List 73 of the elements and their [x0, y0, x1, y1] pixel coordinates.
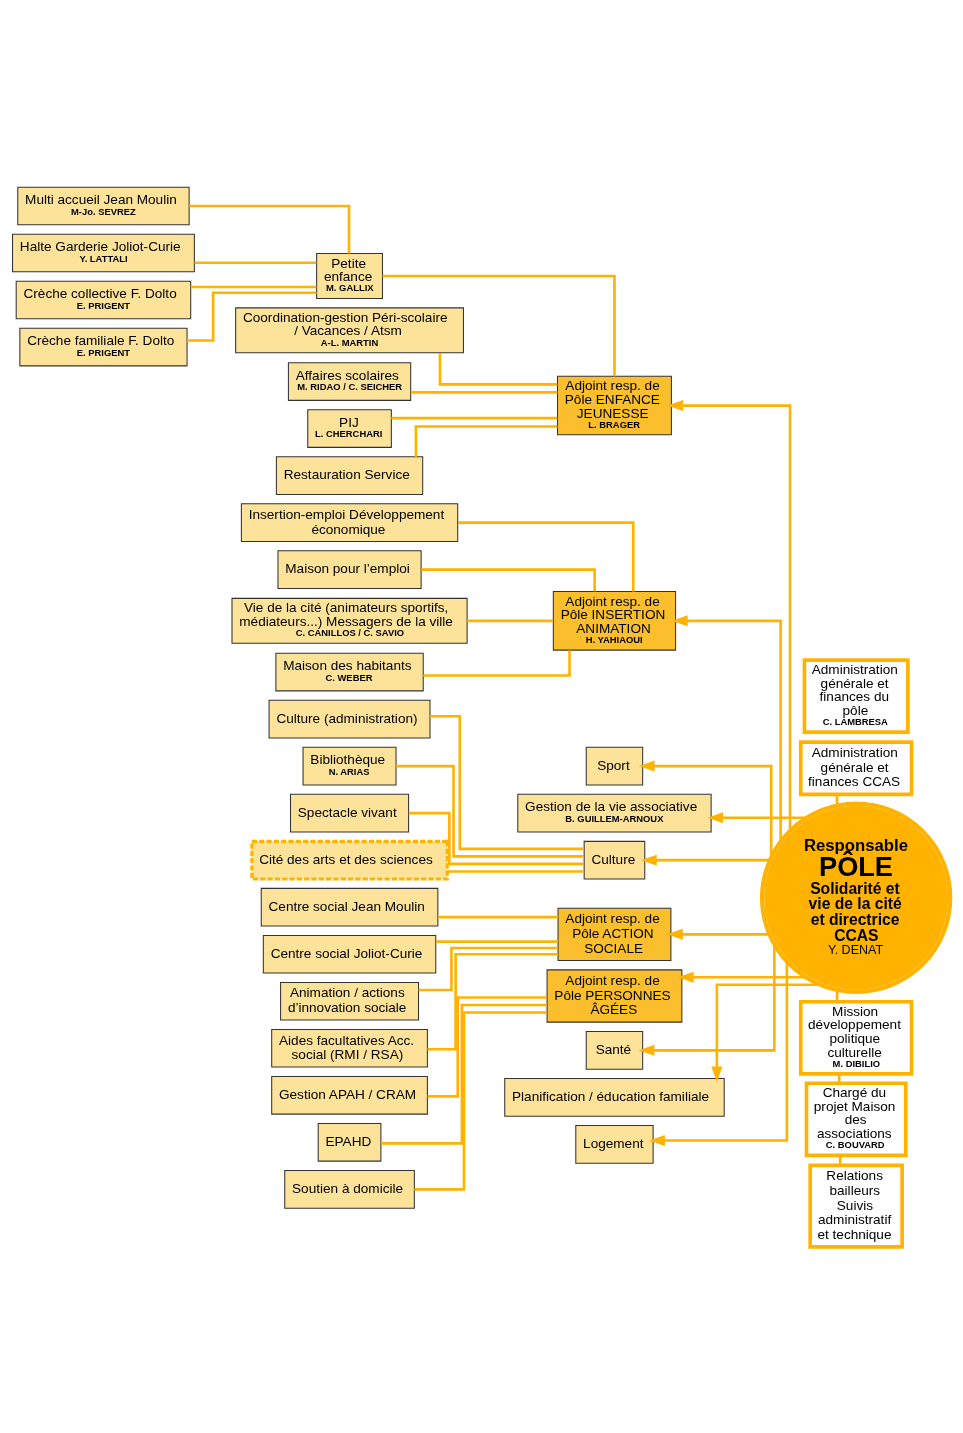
node-box: Affaires scolaires M. RIDAO / C. SEICHER — [287, 361, 412, 401]
connector — [427, 952, 558, 1051]
arrow — [667, 928, 769, 940]
node-box: PIJ L. CHERCHARI — [307, 408, 392, 448]
node-box: Insertion-emploi Développement économique — [240, 502, 459, 542]
node-box: Animation / actions d’innovation sociale — [280, 981, 420, 1021]
connector — [418, 946, 558, 991]
node-box: Maison des habitants C. WEBER — [275, 652, 424, 691]
node-box: Planification / éducation familiale — [504, 1077, 725, 1117]
node-box: Maison pour l’emploi — [277, 549, 422, 589]
node-circle: Responsable PÔLE Solidarité et vie de la cité et directrice CCAS Y. DENAT — [759, 801, 953, 994]
connector — [382, 274, 616, 376]
node-box: Multi accueil Jean Moulin M-Jo. SEVREZ — [17, 186, 190, 225]
arrow — [677, 971, 806, 983]
node-box: Administration générale et finances CCAS — [798, 739, 914, 796]
arrow — [641, 854, 770, 866]
node-box: Cité des arts et des sciences — [250, 839, 449, 881]
node-box: Santé — [585, 1030, 644, 1070]
connector — [447, 869, 585, 873]
node-box: Centre social Jean Moulin — [260, 887, 439, 927]
node-box: Vie de la cité (animateurs sportifs, médiateurs...) Messagers de la ville C. CANILLOS / C. SAVIO — [231, 597, 468, 644]
node-box: Relations bailleurs Suivis administratif et technique — [808, 1163, 904, 1249]
connector — [408, 811, 584, 865]
connector — [467, 619, 553, 622]
node-box: Gestion APAH / CRAM — [271, 1075, 428, 1115]
connector — [430, 714, 584, 850]
node-box: Adjoint resp. de Pôle PERSONNES ÂGÉES — [546, 968, 683, 1023]
node-box: Adjoint resp. de Pôle ACTION SOCIALE — [557, 907, 672, 961]
node-box: Restauration Service — [275, 455, 424, 495]
node-box: Halte Garderie Joliot-Curie Y. LATTALI — [12, 233, 195, 272]
node-box: Mission développement politique culturelle M. DIBILIO — [798, 999, 914, 1076]
connector — [423, 649, 571, 677]
connector — [436, 939, 558, 943]
node-box: Administration générale et finances du pôle C. LAMBRESA — [802, 657, 910, 734]
node-box: Sport — [585, 746, 644, 785]
arrow — [667, 399, 792, 830]
node-box: Centre social Joliot-Curie — [262, 934, 437, 974]
node-box: Culture — [583, 840, 646, 879]
node-box: Chargé du projet Maison des associations C. BOUVARD — [804, 1080, 908, 1157]
connector — [381, 1003, 547, 1145]
connector — [458, 520, 635, 591]
connector — [391, 416, 558, 419]
node-box: Logement — [575, 1124, 654, 1164]
connector — [187, 290, 317, 342]
connector — [410, 390, 558, 394]
node-box: Culture (administration) — [268, 699, 431, 738]
arrow — [671, 614, 782, 841]
node-box: Petite enfance M. GALLIX — [316, 252, 383, 299]
node-box: Soutien à domicile — [284, 1169, 415, 1209]
node-box: Spectacle vivant — [290, 793, 410, 832]
connector — [438, 352, 558, 386]
connector — [427, 995, 547, 1098]
node-box: Crèche collective F. Dolto E. PRIGENT — [15, 280, 192, 319]
connector — [190, 285, 317, 288]
node-box: Adjoint resp. de Pôle INSERTION ANIMATION H. YAHIAOUI — [552, 590, 677, 651]
arrow — [638, 760, 773, 856]
arrow — [707, 811, 807, 823]
connector — [189, 204, 351, 253]
arrow — [711, 982, 820, 1082]
connector — [414, 1010, 547, 1191]
node-box: EPAHD — [317, 1122, 382, 1162]
node-box: Aides facultatives Acc. social (RMI / RSA) — [271, 1028, 428, 1068]
node-box: Crèche familiale F. Dolto E. PRIGENT — [19, 327, 188, 366]
node-box: Bibliothèque N. ARIAS — [302, 746, 397, 785]
connector — [396, 764, 584, 858]
connector — [438, 915, 558, 918]
arrow — [649, 961, 789, 1146]
node-box: Gestion de la vie associative B. GUILLEM-ARNOUX — [517, 793, 712, 832]
node-box: Coordination-gestion Péri-scolaire / Vacances / Atsm A-L. MARTIN — [235, 306, 464, 353]
arrow — [638, 944, 776, 1056]
connector — [194, 260, 317, 264]
node-box: Adjoint resp. de Pôle ENFANCE JEUNESSE L. BRAGER — [557, 375, 672, 435]
connector — [414, 424, 558, 457]
